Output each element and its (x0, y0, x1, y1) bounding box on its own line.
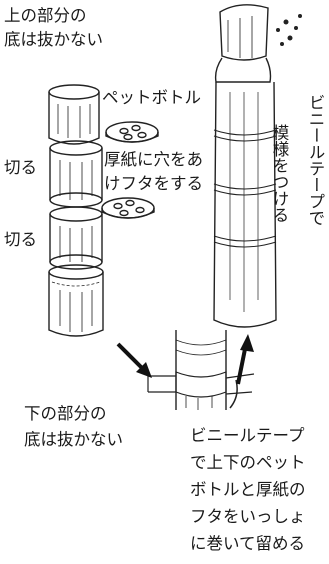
cut-label-1: 切る (4, 158, 37, 177)
tape-instruction-line5: に巻いて留める (190, 534, 306, 553)
bottle-top-section-icon (48, 84, 100, 145)
pattern-label: 模様をつける (270, 124, 289, 223)
arrow-icon (116, 342, 152, 378)
bottle-bottom-section-icon (48, 264, 104, 337)
cardboard-label-line2: けフタをする (104, 174, 203, 193)
tape-instruction-line4: フタをいっしょ (190, 507, 306, 526)
tape-instruction-line1: ビニールテープ (190, 426, 305, 445)
bottle-middle-section-icon (49, 140, 103, 208)
bottle-joint-closeup-icon (147, 330, 255, 410)
assembled-bottle-icon (213, 4, 302, 328)
bottom-bottle-label-line1: 下の部分の (24, 404, 107, 423)
cardboard-lid-icon (105, 121, 159, 143)
bottom-bottle-label-line2: 底は抜かない (24, 430, 123, 449)
pet-bottle-label: ペットボトル (102, 88, 201, 107)
cardboard-lid-icon (101, 197, 155, 219)
top-bottle-label-line2: 底は抜かない (4, 30, 103, 49)
arrow-icon (236, 334, 254, 385)
cut-label-2: 切る (4, 230, 37, 249)
top-bottle-label-line1: 上の部分の (4, 6, 87, 25)
cardboard-label-line1: 厚紙に穴をあ (104, 150, 203, 169)
tape-instruction-line3: ボトルと厚紙の (190, 480, 306, 499)
bottle-cut-section-icon (49, 206, 103, 270)
tape-instruction-line2: で上下のペット (190, 453, 306, 472)
vinyl-tape-vertical-label: ビニールテープで (306, 94, 325, 226)
